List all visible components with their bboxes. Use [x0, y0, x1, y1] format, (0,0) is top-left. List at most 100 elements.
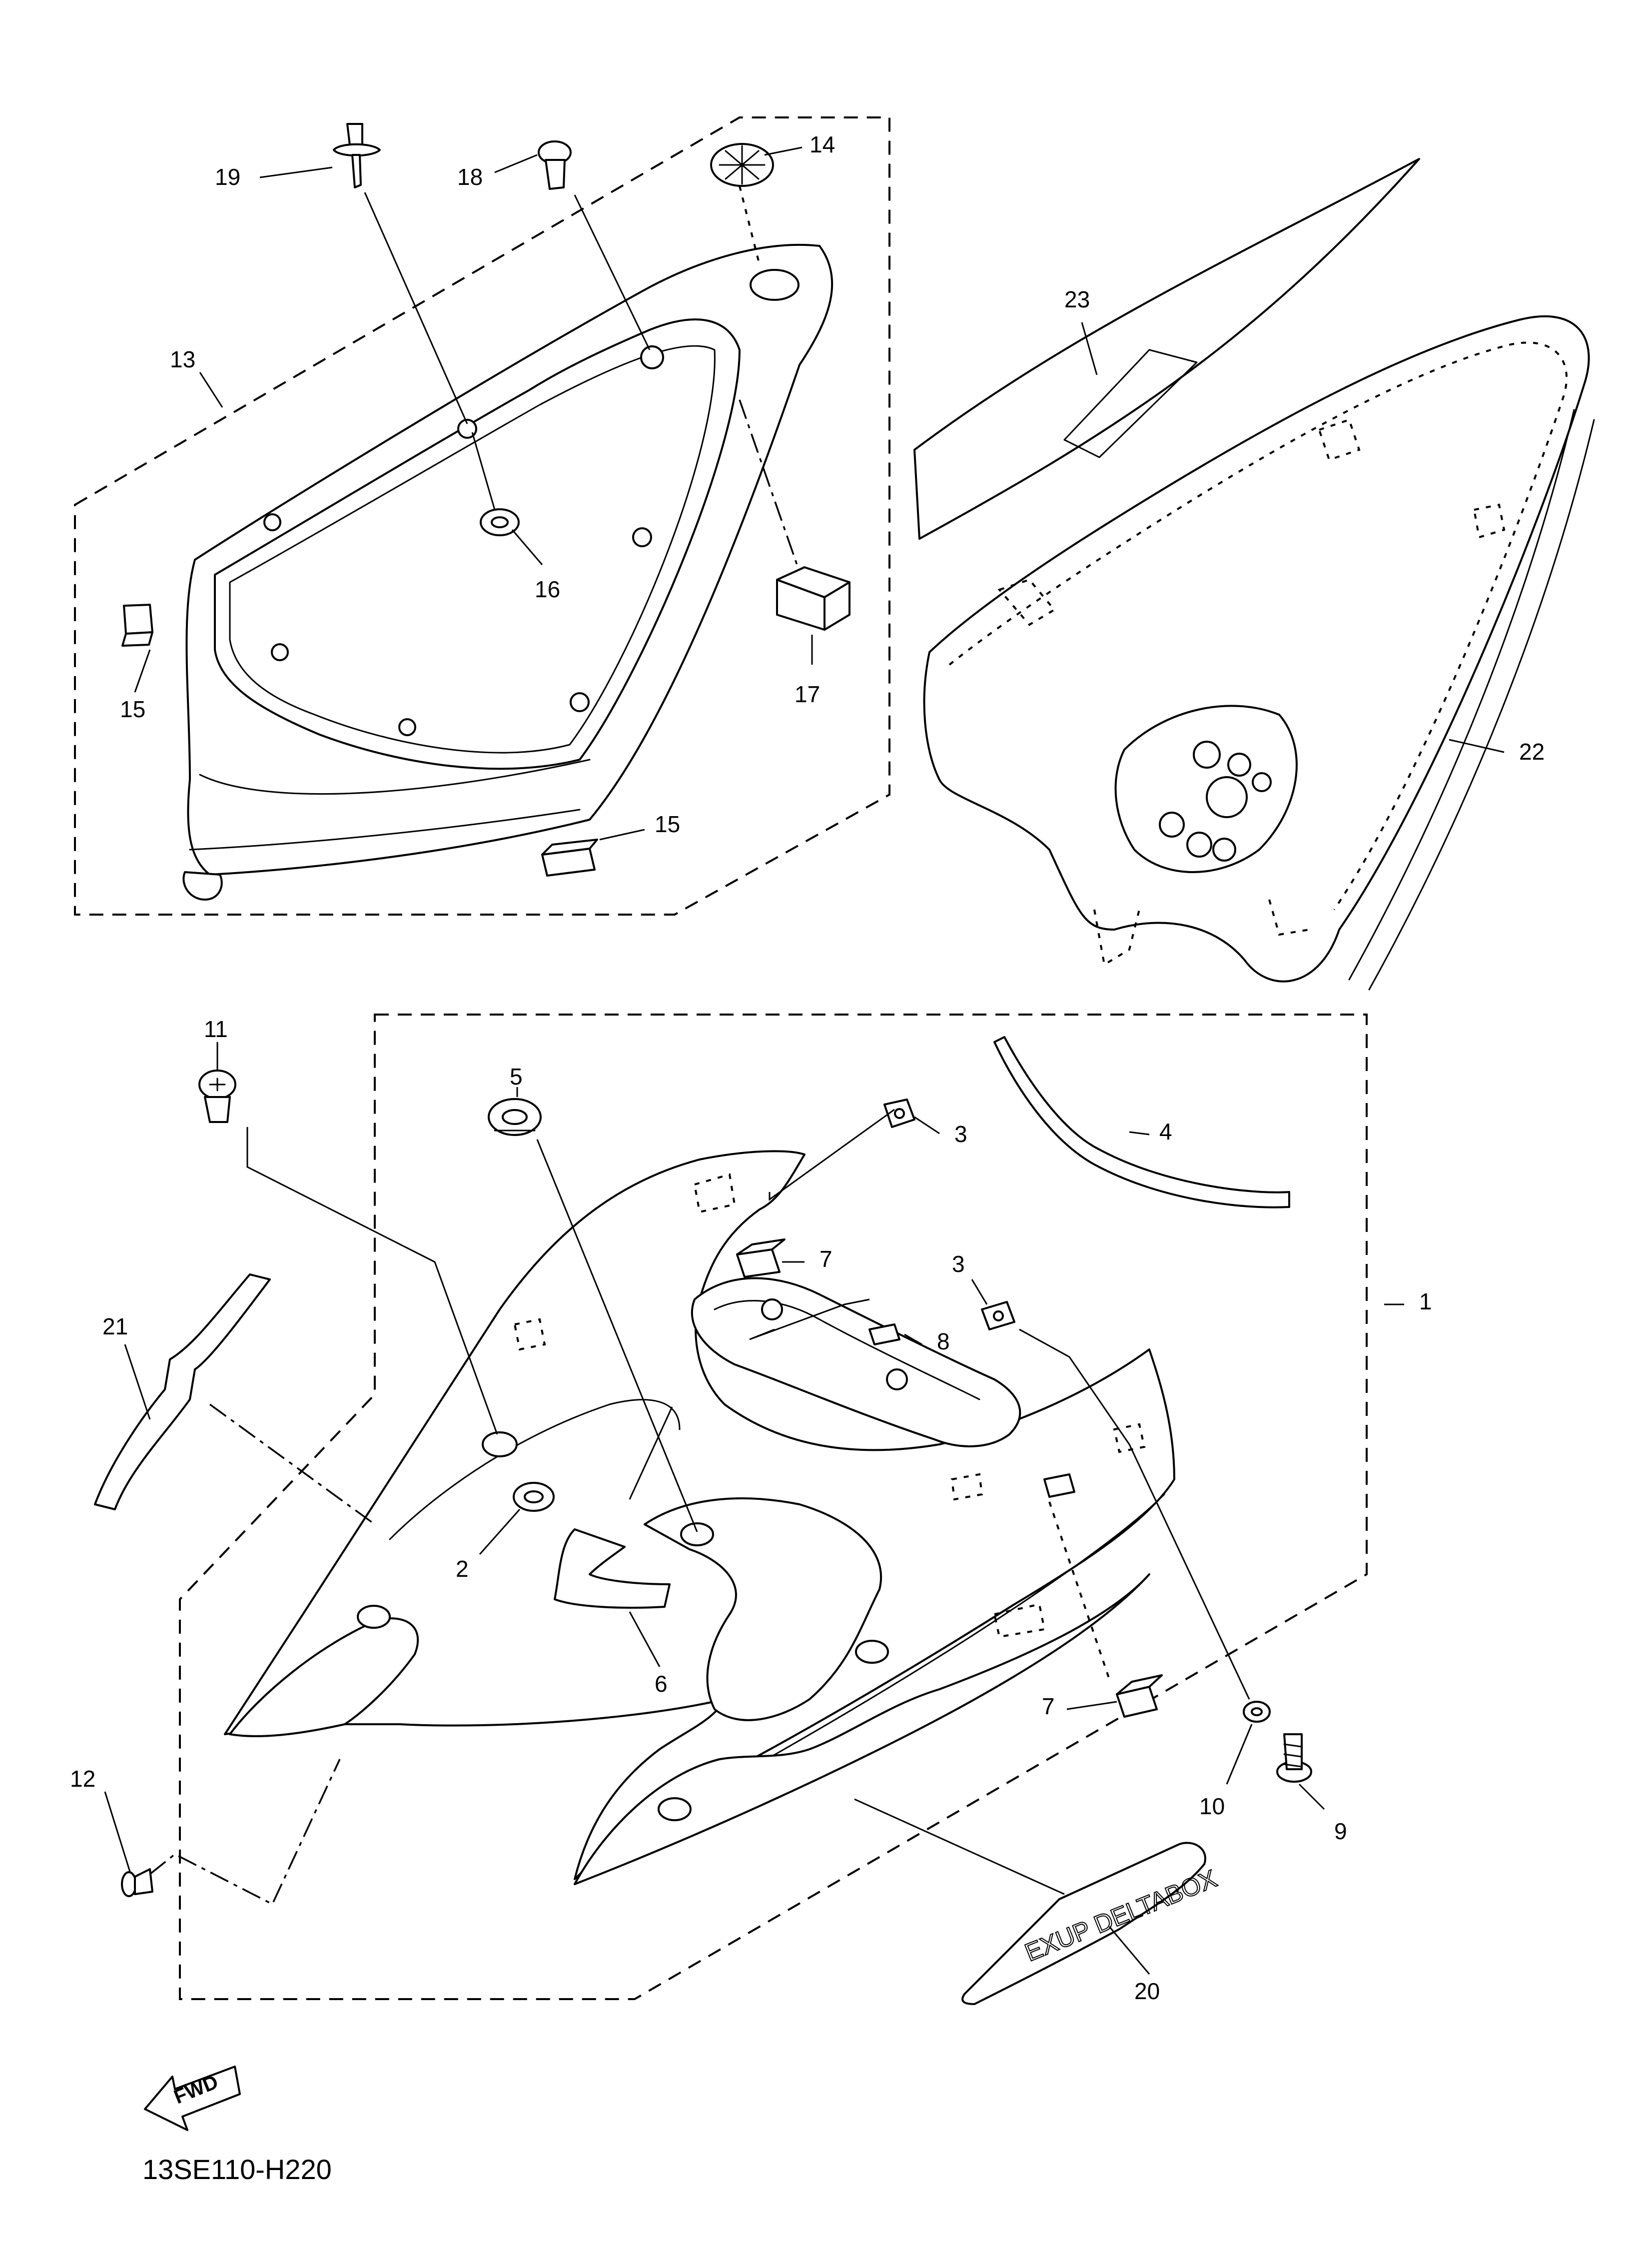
rivet-12: [121, 1868, 153, 1897]
cowl-hole-3: [680, 1522, 714, 1546]
callout-7-top: 7: [820, 1246, 832, 1272]
callout-11: 11: [204, 1016, 228, 1042]
bracket-hole-2: [886, 1368, 908, 1390]
bracket-clip-mark-1: [693, 1173, 736, 1213]
callout-14: 14: [810, 131, 835, 157]
diagram-code: 13SE110-H220: [142, 2154, 332, 2185]
tail-cowl-lower-bracket: [1093, 899, 1310, 967]
fastener-19: [333, 123, 381, 188]
callout-8: 8: [937, 1328, 950, 1354]
callout-16: 16: [535, 576, 560, 602]
grommet-2: [513, 1482, 555, 1512]
callout-3-mid: 3: [952, 1251, 965, 1277]
taillight-hole-6: [1212, 838, 1236, 862]
damper-15-bottom: [541, 839, 598, 877]
bracket-hole-1: [761, 1298, 783, 1320]
inner-bracket-panel: [691, 1277, 1021, 1447]
callout-23: 23: [1064, 286, 1090, 312]
damper-7-bottom: [1116, 1674, 1163, 1718]
taillight-hole-4: [1159, 812, 1185, 838]
taillight-hole-center: [1206, 776, 1248, 818]
callout-15-bottom: 15: [655, 811, 680, 837]
side-cowl-rear-section: [644, 1497, 882, 1721]
callout-15-left: 15: [120, 696, 145, 722]
emblem-20: EXUP DELTABOX: [961, 1842, 1221, 2005]
panel-mount-peg: [182, 871, 223, 901]
upper-right-group: [913, 158, 1595, 991]
side-cover-inner-rim: [214, 318, 741, 770]
taillight-hole-5: [1186, 832, 1212, 858]
nut-3-mid: [981, 1301, 1015, 1330]
fuel-cap-opening: [750, 269, 800, 301]
decal-23-cutout: [1063, 349, 1198, 458]
side-cowl-lower-fin: [574, 1573, 1150, 1885]
cowl-hole-5: [658, 1797, 692, 1821]
callout-13: 13: [170, 346, 195, 372]
cowl-hole-4: [855, 1640, 889, 1664]
callout-4: 4: [1159, 1119, 1172, 1144]
taillight-hole-3: [1252, 772, 1272, 792]
cowl-hole-1: [357, 1605, 391, 1629]
callout-5: 5: [510, 1064, 523, 1090]
grommet-14: [710, 143, 774, 187]
grommet-16: [480, 508, 520, 536]
panel-hole-2: [457, 419, 477, 439]
callout-7-bottom: 7: [1042, 1693, 1055, 1719]
side-cowl-front-lobe: [229, 1617, 419, 1737]
taillight-hole-1: [1193, 741, 1221, 769]
side-cover-inner-rim-2: [229, 345, 716, 754]
tail-cowl-22: [923, 315, 1590, 983]
callout-12: 12: [70, 1766, 95, 1792]
decal-21: [94, 1273, 271, 1510]
callout-17: 17: [795, 681, 820, 707]
callout-21: 21: [102, 1313, 128, 1339]
callout-22: 22: [1519, 739, 1545, 765]
nut-3-top: [883, 1099, 915, 1128]
damper-17: [776, 566, 850, 631]
upper-left-group: [74, 116, 890, 916]
panel-hole-5: [570, 692, 590, 712]
inner-bracket-inner-edge: [714, 1300, 980, 1400]
panel-hole-7: [271, 643, 289, 661]
callout-20: 20: [1134, 1978, 1160, 2004]
side-cover-lower-edge: [189, 759, 591, 851]
callouts: 1 2 3 3 4 5 6 7 7 8 9 10 11 12 13 14 15: [70, 131, 1545, 2004]
lower-group: EXUP DELTABOX: [94, 1014, 1368, 2005]
callout-9: 9: [1334, 1818, 1347, 1844]
side-cover-panel-13: [185, 243, 833, 876]
fastener-18: [538, 140, 572, 190]
panel-hole-1: [263, 513, 281, 531]
trim-strip-4: [993, 1036, 1290, 1208]
callout-19: 19: [215, 164, 240, 190]
damper-strip-6: [554, 1528, 671, 1609]
cowl-hole-2: [482, 1431, 518, 1457]
grommet-10: [1243, 1701, 1271, 1723]
screw-9: [1276, 1733, 1312, 1783]
callout-3-top: 3: [954, 1121, 967, 1147]
taillight-hole-2: [1227, 753, 1251, 777]
screw-11: [198, 1070, 236, 1123]
tail-cowl-side-stripe: [1348, 409, 1595, 991]
damper-7-top: [736, 1238, 786, 1278]
side-cowl-upper-rim: [389, 1399, 681, 1540]
bracket-clip-mark-5: [950, 1473, 983, 1501]
group-1-boundary: [179, 1014, 1368, 2000]
callout-10: 10: [1199, 1793, 1225, 1819]
fwd-arrow-icon: FWD: [144, 2066, 241, 2131]
bracket-clip-mark-2: [513, 1318, 546, 1351]
tail-cowl-tab-3: [1473, 503, 1506, 539]
damper-8: [868, 1323, 1075, 1498]
bracket-clip-mark-3: [1113, 1423, 1146, 1453]
callout-6: 6: [655, 1671, 668, 1697]
tail-cowl-inner-edge: [948, 341, 1568, 911]
panel-hole-6: [398, 718, 416, 736]
bracket-clip-mark-4: [993, 1603, 1046, 1638]
callout-1: 1: [1419, 1288, 1432, 1314]
grommet-5: [488, 1098, 542, 1136]
panel-hole-4: [632, 527, 652, 547]
damper-15-left: [121, 604, 153, 647]
tail-cowl-tab-2: [1318, 418, 1361, 461]
group-13-boundary: [74, 116, 890, 916]
decal-23: [913, 158, 1420, 540]
